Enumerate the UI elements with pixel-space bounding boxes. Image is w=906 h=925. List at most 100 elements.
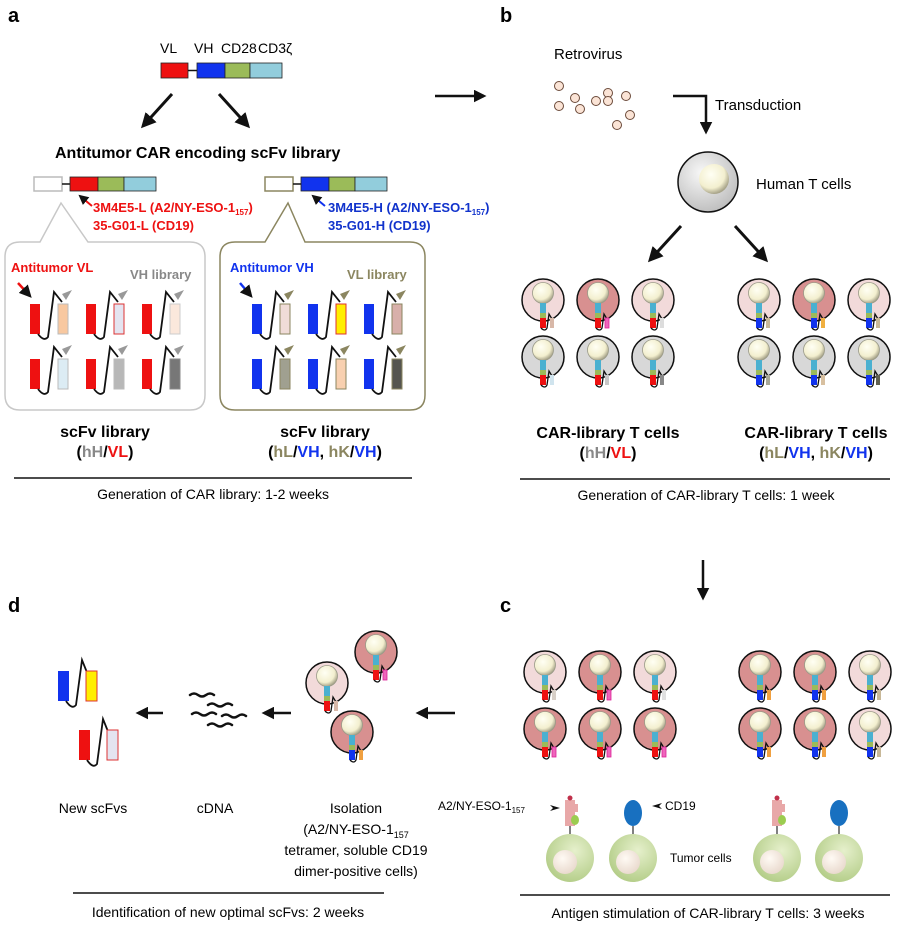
transduction-arrow [673,94,713,135]
hla-tetramer-icon [565,800,575,826]
retrovirus-label: Retrovirus [554,46,622,63]
arrowhead-icon [284,345,294,355]
scfv-unit [30,289,72,340]
scfv-unit [252,289,294,340]
scfv-unit [364,289,406,340]
left-library-caption-sub: (hH/VL) [77,444,134,461]
stimulated-t-cells-right [738,650,892,760]
b-right-caption-title: CAR-library T cells [744,425,887,442]
arrowhead-icon [62,345,72,355]
car-t-cell [631,278,675,331]
left-scfv-grid [30,289,184,395]
right-fixed-label: Antitumor VH [230,260,314,275]
panel-letter-c: c [500,595,511,617]
panel-letter-a: a [8,5,20,27]
scfv-unit [142,344,184,395]
construct-vl-domain [160,62,189,79]
scfv-unit [364,344,406,395]
retrovirus-particles [554,81,635,130]
right-library-caption-sub: (hL/VH, hK/VH) [268,444,382,461]
car-t-cell [633,650,677,703]
b-right-caption-sub: (hL/VH, hK/VH) [759,445,873,462]
car-library-t-cells-right [737,278,891,388]
car-t-cell [737,335,781,388]
car-t-cell [523,650,567,703]
right-library-caption-title: scFv library [280,424,370,441]
left-library-caption-title: scFv library [60,424,150,441]
car-t-cell [521,278,565,331]
right-library-callout [219,201,426,411]
scfv-unit [252,344,294,395]
car-t-cell [792,335,836,388]
car-t-cell [793,707,837,760]
new-scfvs-label: New scFvs [59,800,127,816]
panel-letter-b: b [500,5,512,27]
right-annotation-line1: 3M4E5-H (A2/NY-ESO-1157) [328,200,489,217]
footer-c: Antigen stimulation of CAR-library T cel… [551,905,864,921]
tumor-cell-hla [546,795,594,882]
car-t-cell [330,710,374,763]
arrowhead-icon [340,290,350,300]
car-t-cell [578,707,622,760]
construct-label-cd3z: CD3ζ [258,40,292,56]
right-scfv-grid [252,289,406,395]
isolation-line1: Isolation [330,800,382,816]
arrowhead-icon [174,345,184,355]
cdna-strands [188,692,248,728]
arrowhead-icon [118,290,128,300]
car-t-cell [848,707,892,760]
car-t-cell [847,278,891,331]
construct-cd28-domain [224,62,251,79]
construct-label-cd28: CD28 [221,40,257,56]
car-t-cell [793,650,837,703]
arrow-to-right-car-cells [733,224,769,263]
right-library-label: VL library [347,267,408,282]
scfv-unit [86,289,128,340]
scfv-unit [30,344,72,395]
antigen1-label: A2/NY-ESO-1157 [438,799,525,815]
car-construct: VL VH CD28 CD3ζ [160,40,292,79]
virus-particle [603,96,613,106]
car-t-cell [354,630,398,683]
right-library-construct [264,176,388,207]
car-t-cell [633,707,677,760]
arrowhead-icon [396,345,406,355]
car-t-cell [847,335,891,388]
car-t-cell [578,650,622,703]
footer-d: Identification of new optimal scFvs: 2 w… [92,904,364,920]
car-t-cell [576,335,620,388]
arrow-to-left-car-cells [647,224,683,263]
construct-label-vl: VL [160,40,177,56]
scfv-unit [308,344,350,395]
scfv-unit [142,289,184,340]
stimulated-t-cells-left [523,650,677,760]
virus-particle [554,81,564,91]
arrowhead-icon [284,290,294,300]
car-t-cell [305,661,349,714]
cdna-label: cDNA [197,800,234,816]
tumor-cells [546,795,863,882]
arrow-to-left-library [140,92,174,129]
car-library-t-cells-left [521,278,675,388]
car-t-cell [792,278,836,331]
cd19-icon [830,800,848,826]
virus-particle [575,104,585,114]
left-library-callout [4,201,206,411]
car-t-cell [848,650,892,703]
arrow-to-right-library [217,92,251,129]
scfv-unit [86,344,128,395]
footer-b: Generation of CAR-library T cells: 1 wee… [577,487,835,503]
virus-particle [554,101,564,111]
isolation-line2: (A2/NY-ESO-1157 [303,821,409,840]
panel-letter-d: d [8,595,20,617]
left-annotation-line2: 35-G01-L (CD19) [93,218,194,233]
left-library-label: VH library [130,267,192,282]
virus-particle [591,96,601,106]
antigen2-pointer-icon [652,803,662,809]
tumor-cells-label: Tumor cells [670,851,732,865]
tumor-cell-cd19 [815,800,863,882]
isolated-cells [305,630,398,763]
virus-particle [570,93,580,103]
isolation-line3: tetramer, soluble CD19 [284,842,427,858]
